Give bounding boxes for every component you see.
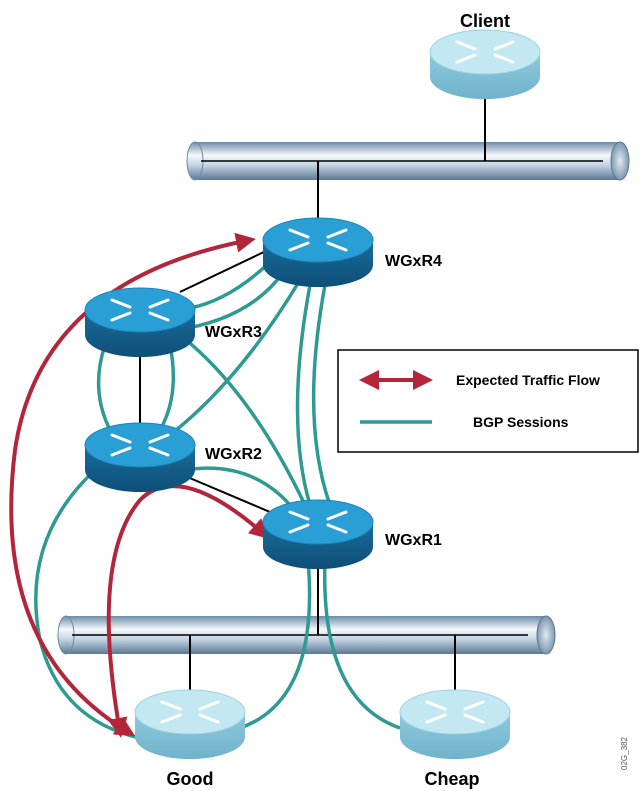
label-wgxr1: WGxR1	[385, 532, 442, 549]
router-arrows-icon	[110, 433, 170, 457]
router-arrows-icon	[110, 298, 170, 322]
label-good: Good	[167, 769, 214, 789]
router-cheap[interactable]	[399, 689, 511, 759]
bgp-r3-r2-a	[96, 344, 112, 431]
label-client: Client	[460, 11, 510, 31]
legend: Expected Traffic Flow BGP Sessions	[337, 349, 639, 453]
router-good[interactable]	[134, 689, 246, 759]
legend-traffic-label: Expected Traffic Flow	[456, 372, 600, 388]
bgp-r1-cheap	[322, 559, 401, 730]
router-client[interactable]	[429, 29, 541, 99]
bgp-r4-r1-b	[311, 284, 332, 506]
router-wgxr2[interactable]	[84, 422, 196, 492]
traffic-good-r4	[9, 232, 256, 737]
bgp-r2-good	[34, 468, 141, 740]
router-wgxr3[interactable]	[84, 287, 196, 357]
label-wgxr4: WGxR4	[385, 253, 442, 270]
router-arrows-icon	[288, 510, 348, 534]
bgp-r2-r1	[184, 466, 292, 507]
bgp-r4-r1-a	[295, 284, 312, 506]
figure-code: 02G_382	[620, 737, 629, 770]
label-wgxr3: WGxR3	[205, 324, 262, 341]
router-wgxr1[interactable]	[262, 499, 374, 569]
top-lan-segment	[186, 141, 630, 181]
label-wgxr2: WGxR2	[205, 446, 262, 463]
traffic-flows	[9, 232, 270, 738]
router-wgxr4[interactable]	[262, 217, 374, 287]
router-arrows-icon	[288, 228, 348, 252]
router-arrows-icon	[425, 700, 485, 724]
bgp-r3-r2-b	[158, 344, 176, 431]
legend-bgp-label: BGP Sessions	[473, 414, 569, 430]
traffic-good-r1	[106, 484, 270, 738]
router-arrows-icon	[160, 700, 220, 724]
label-cheap: Cheap	[424, 769, 479, 789]
router-arrows-icon	[455, 40, 515, 64]
